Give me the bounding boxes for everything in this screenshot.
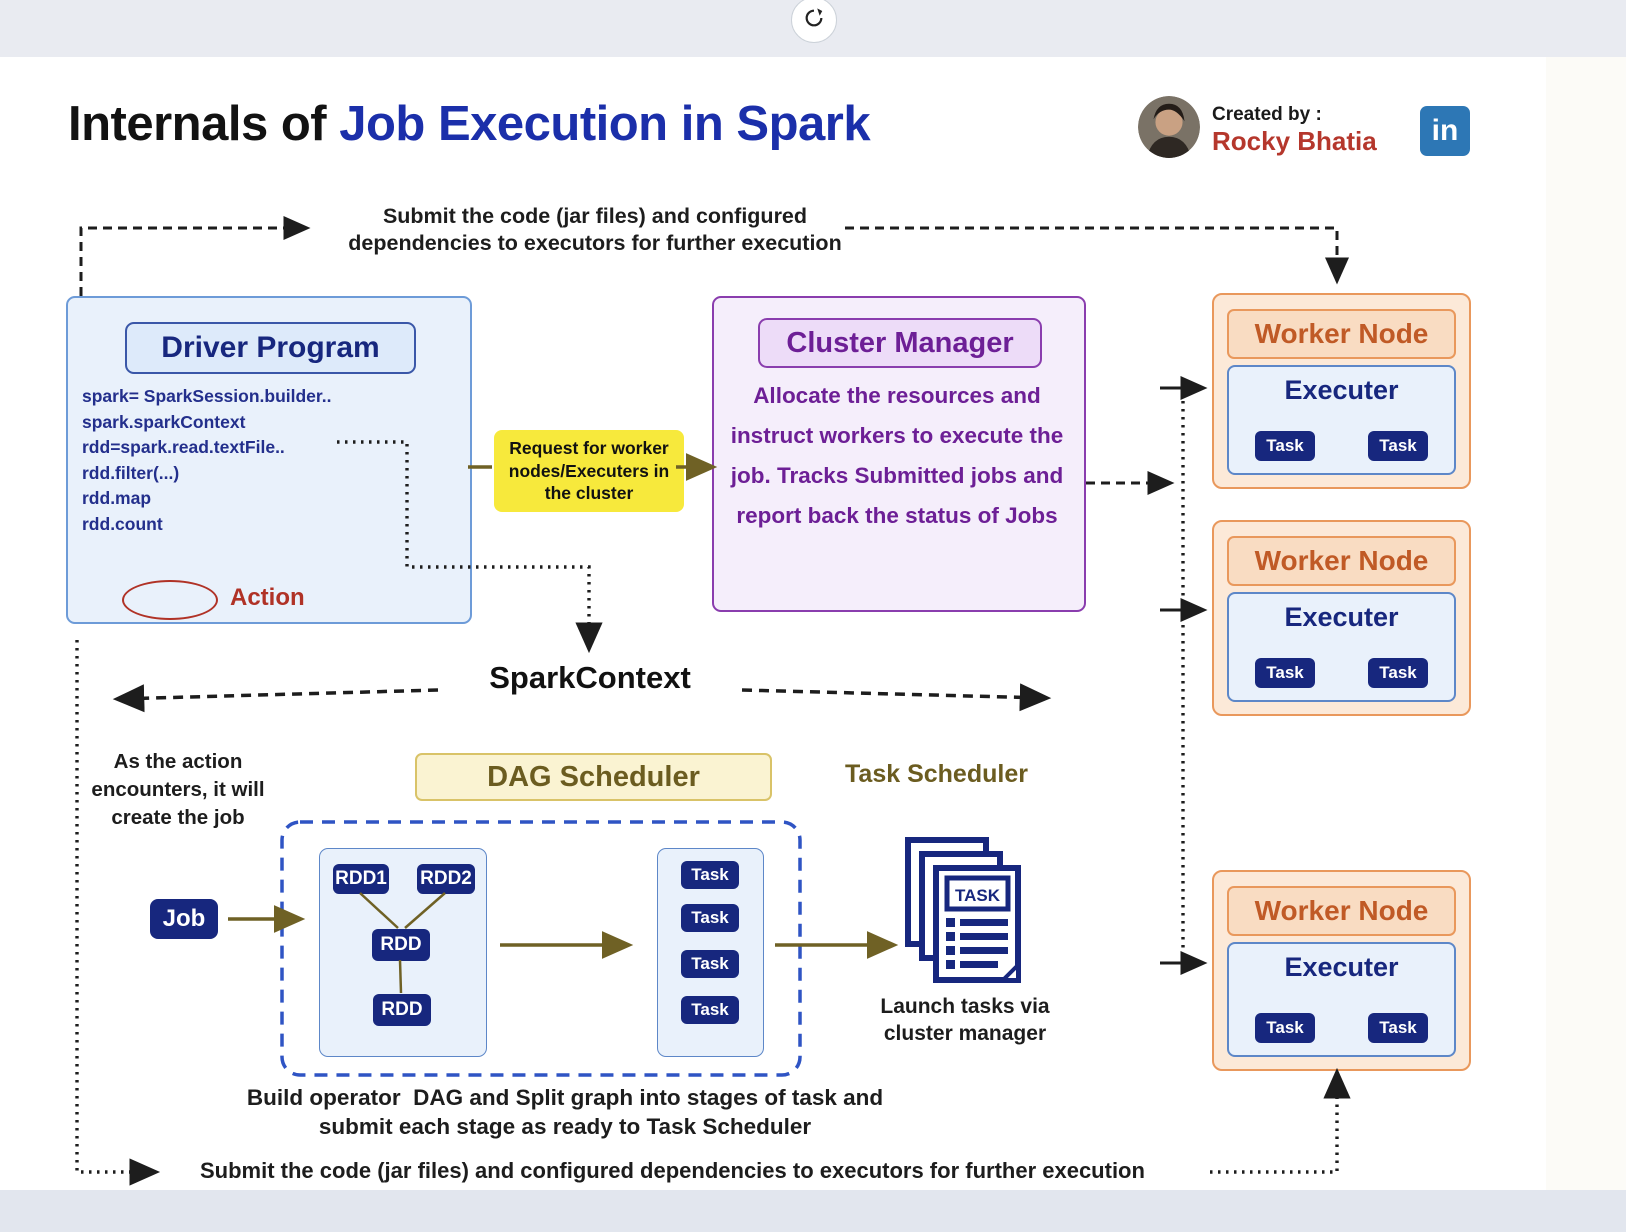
executor-label: Executer [1284, 952, 1399, 982]
created-by-label: Created by : [1212, 104, 1322, 125]
task-badge: Task [1368, 431, 1428, 461]
page-title: Internals of Job Execution in Spark [68, 96, 871, 152]
linkedin-icon[interactable]: in [1420, 106, 1470, 156]
executor-box: Executer Task Task [1227, 592, 1456, 702]
executor-box: Executer Task Task [1227, 942, 1456, 1057]
task-icon-label: TASK [955, 886, 1001, 905]
dag-scheduler-chip: DAG Scheduler [415, 753, 772, 801]
launch-tasks-note: Launch tasks via cluster manager [880, 995, 1050, 1045]
build-dag-note: Build operator DAG and Split graph into … [246, 1085, 890, 1139]
task-badge: Task [1368, 1013, 1428, 1043]
task-badge: Task [1255, 1013, 1315, 1043]
task-document-icon: TASK [905, 837, 1022, 988]
right-margin [1546, 57, 1626, 1190]
action-note: As the action encounters, it will create… [91, 750, 265, 829]
refresh-button[interactable] [791, 0, 837, 43]
stage-task: Task [681, 996, 739, 1024]
bottom-submit-note: Submit the code (jar files) and configur… [200, 1158, 1145, 1183]
cluster-manager-description: Allocate the resources and instruct work… [730, 383, 1064, 528]
top-submit-note: Submit the code (jar files) and configur… [348, 204, 842, 255]
code-line: spark= SparkSession.builder.. [82, 386, 332, 406]
worker-node-2: Worker Node Executer Task Task [1212, 520, 1471, 716]
action-label: Action [230, 584, 305, 611]
executor-label: Executer [1284, 602, 1399, 632]
worker-node-title: Worker Node [1227, 309, 1456, 359]
worker-node-title: Worker Node [1227, 886, 1456, 936]
request-worker-chip: Request for worker nodes/Executers in th… [494, 430, 684, 512]
task-scheduler-label: Task Scheduler [845, 760, 1028, 788]
title-highlight: Job Execution in Spark [339, 97, 871, 151]
driver-program-title: Driver Program [125, 322, 416, 374]
title-prefix: Internals of [68, 97, 340, 151]
worker-node-3: Worker Node Executer Task Task [1212, 870, 1471, 1071]
executor-box: Executer Task Task [1227, 365, 1456, 475]
author-name: Rocky Bhatia [1212, 126, 1377, 156]
worker-node-1: Worker Node Executer Task Task [1212, 293, 1471, 489]
code-line: rdd=spark.read.textFile.. [82, 437, 285, 457]
refresh-icon [803, 7, 825, 34]
rdd-mid-node: RDD [372, 929, 430, 961]
author-avatar [1138, 96, 1200, 158]
bottom-chrome-bar [0, 1190, 1626, 1232]
task-stage-box: Task Task Task Task [657, 848, 764, 1057]
task-badge: Task [1255, 658, 1315, 688]
code-line: spark.sparkContext [82, 411, 246, 432]
task-badge: Task [1255, 431, 1315, 461]
code-line: rdd.map [82, 488, 152, 508]
code-line: rdd.count [82, 513, 163, 534]
rdd2-node: RDD2 [417, 864, 475, 894]
task-badge: Task [1368, 658, 1428, 688]
rdd-graph-box: RDD1 RDD2 RDD RDD [319, 848, 487, 1057]
rdd1-node: RDD1 [333, 864, 389, 894]
worker-node-title: Worker Node [1227, 536, 1456, 586]
driver-code-lines: spark= SparkSession.builder.. spark.spar… [82, 384, 332, 537]
rdd-bottom-node: RDD [373, 994, 431, 1026]
executor-label: Executer [1284, 375, 1399, 405]
cluster-manager-title: Cluster Manager [758, 318, 1042, 368]
job-badge: Job [150, 899, 218, 939]
stage-task: Task [681, 861, 739, 889]
stage-task: Task [681, 950, 739, 978]
action-ellipse [122, 580, 218, 620]
code-line: rdd.filter(...) [82, 462, 180, 483]
spark-context-label: SparkContext [489, 660, 691, 695]
stage-task: Task [681, 904, 739, 932]
